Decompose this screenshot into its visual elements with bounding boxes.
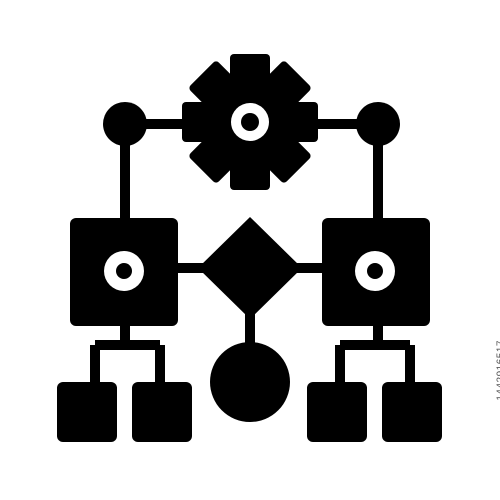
left-process-box	[70, 218, 178, 326]
gear-hole-center	[241, 113, 259, 131]
leaf-box-3	[307, 382, 367, 442]
gear-icon	[182, 54, 318, 190]
decision-diamond	[198, 217, 302, 319]
top-right-node	[356, 102, 400, 146]
stock-id-label: 1442916517	[496, 340, 500, 401]
leaf-box-2	[132, 382, 192, 442]
top-left-node	[103, 102, 147, 146]
right-process-box	[322, 218, 430, 326]
terminal-circle	[210, 342, 290, 422]
leaf-box-1	[57, 382, 117, 442]
leaf-box-4	[382, 382, 442, 442]
